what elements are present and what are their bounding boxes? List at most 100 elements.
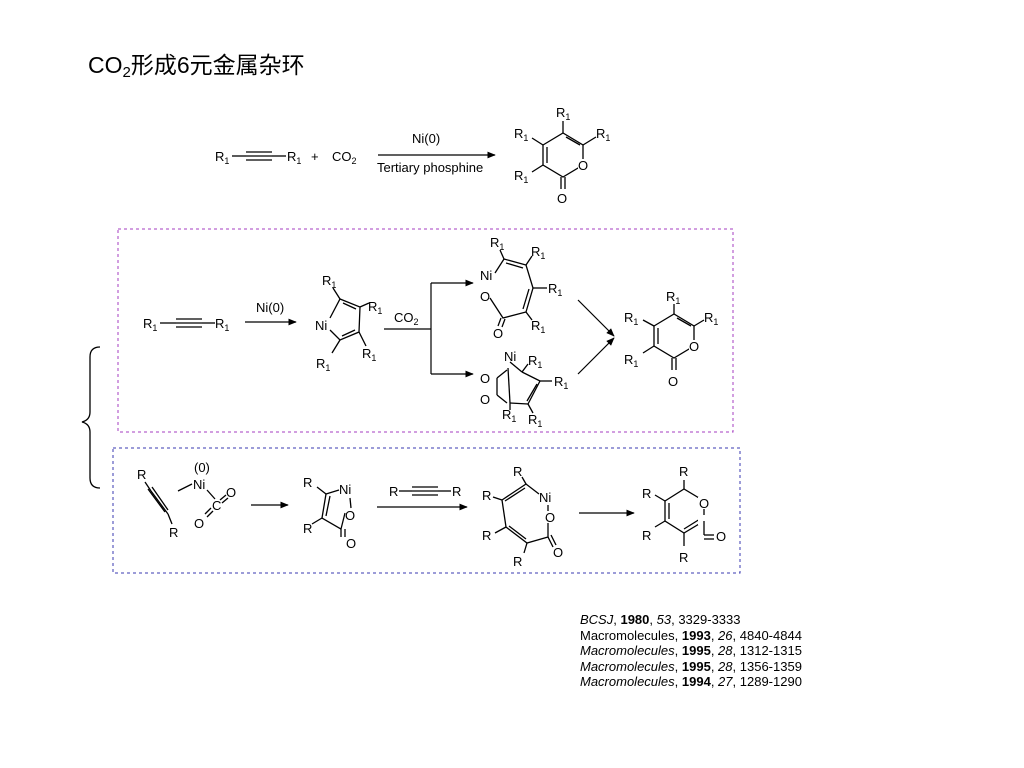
label-r1: R1: [624, 310, 638, 327]
oxanickelacycloheptadienone: Ni O O R1 R1 R1 R1: [480, 235, 562, 341]
reference-year: 1993: [681, 627, 711, 643]
plus-sign: +: [311, 149, 319, 164]
reference-volume: 27: [718, 674, 733, 689]
label-r1: R1: [215, 316, 229, 333]
label-r1: R1: [666, 289, 680, 306]
co2-oxygen: O: [194, 516, 204, 531]
oxanickelacyclopentenone: Ni O O R R: [303, 475, 356, 551]
ni-oxidation-state: (0): [194, 460, 210, 475]
reference-year: 1995: [681, 643, 711, 658]
label-r1: R1: [502, 407, 516, 424]
pyrone-product: O O R R R R: [642, 464, 726, 565]
reaction-row-2: R1 R1 Ni(0) Ni R1 R1 R1 R1 CO2: [143, 235, 718, 429]
label-r: R: [482, 488, 491, 503]
reference-item: Macromolecules, 1995, 28, 1312-1315: [580, 643, 802, 658]
reference-journal: Macromolecules: [580, 674, 675, 689]
label-r1: R1: [368, 299, 382, 316]
reference-pages: 1312-1315: [739, 643, 802, 658]
label-r1: R1: [143, 316, 157, 333]
pyrone-product: O O R1 R1 R1 R1: [624, 289, 718, 389]
title-subscript: 2: [122, 64, 131, 81]
reference-year: 1980: [620, 612, 650, 627]
alkyne-r1: R1 R1: [215, 149, 301, 166]
label-r1: R1: [514, 168, 528, 185]
carbonyl-oxygen: O: [716, 529, 726, 544]
reference-item: BCSJ, 1980, 53, 3329-3333: [580, 612, 741, 627]
label-r1: R1: [531, 318, 545, 335]
nickel-atom: Ni: [339, 482, 351, 497]
ring-oxygen: O: [545, 510, 555, 525]
ring-oxygen: O: [689, 339, 699, 354]
label-r1: R1: [215, 149, 229, 166]
reference-year: 1994: [681, 674, 711, 689]
reference-item: Macromolecules, 1993, 26, 4840-4844: [580, 627, 802, 643]
carbonyl-oxygen: O: [493, 326, 503, 341]
bicyclic-nickel-lactone: Ni O O R1 R1 R1 R1: [480, 349, 568, 429]
label-r1: R1: [322, 273, 336, 290]
label-r: R: [303, 475, 312, 490]
carbonyl-oxygen: O: [557, 191, 567, 206]
slide-title: CO2形成6元金属杂环: [88, 50, 305, 88]
co2-oxygen: O: [226, 485, 236, 500]
carbonyl-oxygen: O: [668, 374, 678, 389]
alkyne-r: R R: [389, 484, 461, 499]
carbonyl-oxygen: O: [346, 536, 356, 551]
ring-oxygen: O: [480, 289, 490, 304]
ring-oxygen: O: [480, 392, 490, 407]
label-r1: R1: [528, 353, 542, 370]
nickel-atom: Ni: [193, 477, 205, 492]
label-r1: R1: [528, 412, 542, 429]
label-r1: R1: [596, 126, 610, 143]
nickel-atom: Ni: [480, 268, 492, 283]
title-prefix: CO: [88, 52, 123, 78]
nickel-atom: Ni: [539, 490, 551, 505]
reference-volume: 53: [656, 612, 672, 627]
label-r: R: [513, 554, 522, 569]
reaction-arrow-converge: [577, 337, 615, 375]
ring-oxygen: O: [578, 158, 588, 173]
label-r: R: [452, 484, 461, 499]
oxanickelacycloheptadienone: Ni O O R R R R: [482, 464, 563, 569]
label-r1: R1: [316, 356, 330, 373]
label-r: R: [642, 486, 651, 501]
nickel-atom: Ni: [504, 349, 516, 364]
reaction-row-3: R R (0) Ni C O O: [137, 460, 726, 569]
label-r: R: [137, 467, 146, 482]
nickel-atom: Ni: [315, 318, 327, 333]
reference-journal: Macromolecules: [580, 658, 675, 674]
reference-volume: 28: [718, 643, 733, 658]
reaction-row-1: R1 R1 + CO2 Ni(0) Tertiary phosphine O O: [215, 105, 610, 206]
ring-oxygen: O: [699, 496, 709, 511]
reference-year: 1995: [681, 658, 711, 674]
reference-journal: Macromolecules: [580, 627, 675, 643]
label-r1: R1: [624, 352, 638, 369]
mechanism-box-1: [117, 228, 734, 433]
label-r: R: [679, 464, 688, 479]
ring-oxygen: O: [345, 508, 355, 523]
label-r: R: [679, 550, 688, 565]
label-r1: R1: [287, 149, 301, 166]
ligand-phosphine: Tertiary phosphine: [377, 160, 483, 175]
title-text: 形成6元金属杂环: [130, 52, 305, 78]
reaction-arrow-converge: [577, 299, 615, 337]
reference-pages: 4840-4844: [739, 627, 802, 643]
label-r: R: [482, 528, 491, 543]
catalyst-ni0: Ni(0): [256, 300, 284, 315]
reference-pages: 1356-1359: [739, 658, 802, 674]
pyrone-product: O O R1 R1 R1 R1: [514, 105, 610, 206]
label-r: R: [642, 528, 651, 543]
label-r1: R1: [490, 235, 504, 252]
nickelacyclopentadiene: Ni R1 R1 R1 R1: [315, 273, 382, 373]
co2-reagent: CO2: [332, 149, 357, 166]
label-r1: R1: [362, 346, 376, 363]
label-r1: R1: [548, 281, 562, 298]
alkyne-r1: R1 R1: [143, 316, 229, 333]
label-r1: R1: [514, 126, 528, 143]
mechanism-box-2: [112, 447, 741, 574]
reference-item: Macromolecules, 1994, 27, 1289-1290: [580, 674, 802, 689]
co2-carbon: C: [212, 498, 221, 513]
reference-journal: BCSJ: [580, 612, 614, 627]
reference-pages: 3329-3333: [678, 612, 741, 627]
reference-volume: 26: [718, 627, 733, 643]
